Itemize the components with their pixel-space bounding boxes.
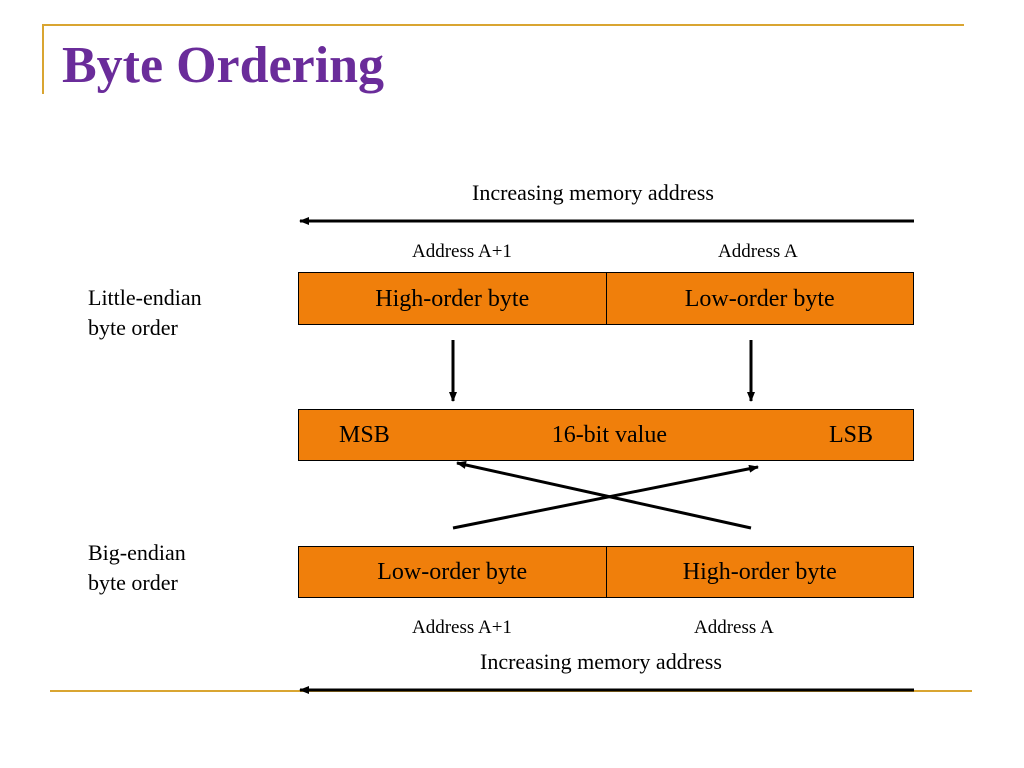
lsb-label: LSB: [828, 421, 873, 448]
bottom-address-left: Address A+1: [412, 617, 512, 638]
big-endian-label: Big-endian byte order: [88, 540, 186, 595]
top-address-left: Address A+1: [412, 241, 512, 262]
value-box: MSB 16-bit value LSB: [298, 409, 914, 461]
top-direction-label: Increasing memory address: [472, 180, 714, 205]
value-label: 16-bit value: [551, 421, 667, 448]
cross-arrow-to-msb: [456, 461, 752, 530]
left-decoration-line: [42, 24, 44, 94]
little-endian-box: High-order byte Low-order byte: [298, 272, 914, 325]
page-title: Byte Ordering: [62, 37, 385, 94]
little-endian-label: Little-endian byte order: [88, 285, 202, 340]
big-endian-right-cell: High-order byte: [605, 547, 914, 597]
little-endian-left-cell: High-order byte: [375, 285, 530, 312]
cross-arrow-to-lsb: [452, 464, 759, 530]
bottom-address-right: Address A: [694, 617, 774, 638]
msb-label: MSB: [339, 421, 390, 448]
little-endian-right-cell: Low-order byte: [605, 273, 914, 324]
top-decoration-line: [42, 24, 964, 26]
top-address-right: Address A: [718, 241, 798, 262]
bottom-direction-label: Increasing memory address: [480, 649, 722, 674]
big-endian-left-cell: Low-order byte: [377, 559, 528, 585]
big-endian-box: Low-order byte High-order byte: [298, 546, 914, 598]
